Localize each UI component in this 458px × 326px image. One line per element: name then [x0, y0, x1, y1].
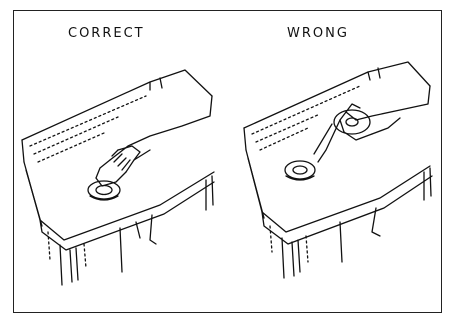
wrong-device: [244, 62, 432, 278]
wrong-hand: [314, 86, 430, 162]
wrong-spindle: [285, 161, 315, 180]
